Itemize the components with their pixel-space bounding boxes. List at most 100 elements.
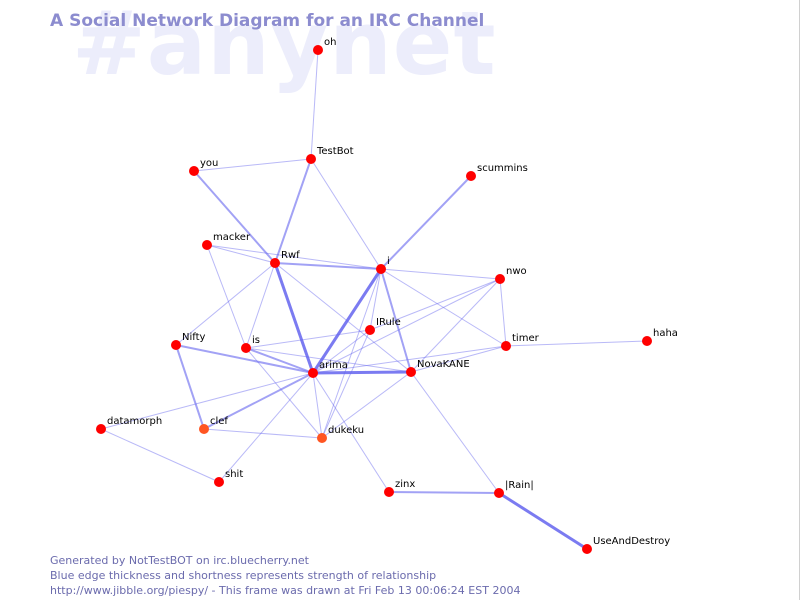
edge-Rwf-arima <box>273 262 315 374</box>
node-dot <box>384 487 394 497</box>
edge-Rwf-i <box>274 262 382 270</box>
node-i: i <box>376 256 390 274</box>
footer-link-timestamp: http://www.jibble.org/piespy/ - This fra… <box>50 584 521 597</box>
edge-clef-dukeku <box>203 428 323 439</box>
node-dot <box>96 424 106 434</box>
edge-is-dukeku <box>245 347 323 439</box>
node-oh: oh <box>313 37 336 55</box>
edge-oh-TestBot <box>310 49 319 160</box>
edge-nwo-timer <box>499 278 507 347</box>
node-dot <box>365 325 375 335</box>
edge-nwo-IRule <box>369 278 501 331</box>
footer: Generated by NotTestBOT on irc.bluecherr… <box>50 553 520 598</box>
node-Rain: |Rain| <box>494 480 534 498</box>
node-dot <box>642 336 652 346</box>
node-macker: macker <box>202 232 251 250</box>
node-TestBot: TestBot <box>306 146 354 164</box>
edge-TestBot-i <box>310 158 382 270</box>
edge-TestBot-Rwf <box>274 158 312 264</box>
page-title: A Social Network Diagram for an IRC Chan… <box>50 11 485 31</box>
node-dot <box>406 367 416 377</box>
node-nwo: nwo <box>495 266 527 284</box>
node-dot <box>495 274 505 284</box>
node-dot <box>189 166 199 176</box>
node-dot <box>241 343 251 353</box>
edge-i-dukeku <box>321 268 382 439</box>
node-dot <box>171 340 181 350</box>
edge-NovaKANE-dukeku <box>321 371 412 439</box>
node-label: IRule <box>376 317 401 328</box>
edge-arima-dukeku <box>312 372 323 439</box>
edge-Nifty-arima <box>175 344 314 374</box>
node-dot <box>202 240 212 250</box>
node-UseAndDestroy: UseAndDestroy <box>582 536 670 554</box>
node-label: is <box>252 335 260 346</box>
node-IRule: IRule <box>365 317 401 335</box>
node-label: arima <box>319 360 348 371</box>
edge-Rwf-Nifty <box>175 262 276 346</box>
edge-timer-NovaKANE <box>410 345 507 373</box>
edge-IRule-arima <box>312 329 371 374</box>
edge-i-NovaKANE <box>380 268 412 373</box>
edge-arima-NovaKANE <box>312 370 412 375</box>
edges-layer <box>100 49 648 551</box>
node-label: shit <box>225 469 243 480</box>
node-Nifty: Nifty <box>171 332 206 350</box>
edge-i-nwo <box>380 268 501 280</box>
edge-Rwf-is <box>245 262 276 349</box>
node-dot <box>214 477 224 487</box>
node-label: i <box>387 256 390 267</box>
edge-i-IRule <box>369 268 382 331</box>
node-dot <box>313 45 323 55</box>
node-timer: timer <box>501 333 540 351</box>
node-dot <box>306 154 316 164</box>
node-clef: clef <box>199 416 228 434</box>
node-zinx: zinx <box>384 479 415 497</box>
node-label: datamorph <box>107 416 162 427</box>
node-label: |Rain| <box>505 480 534 491</box>
node-dot <box>317 433 327 443</box>
edge-nwo-arima <box>312 278 501 374</box>
node-scummins: scummins <box>466 163 528 181</box>
footer-generated-by: Generated by NotTestBOT on irc.bluecherr… <box>50 554 309 567</box>
edge-timer-arima <box>312 345 507 374</box>
node-arima: arima <box>308 360 348 378</box>
edge-IRule-is <box>245 329 371 349</box>
edge-arima-zinx <box>312 372 390 493</box>
node-shit: shit <box>214 469 243 487</box>
edge-arima-datamorph <box>100 372 314 430</box>
edge-NovaKANE-Rain <box>410 371 500 494</box>
node-label: dukeku <box>328 425 364 436</box>
node-dot <box>376 264 386 274</box>
edge-is-arima <box>245 347 314 374</box>
node-label: nwo <box>506 266 527 277</box>
edge-i-timer <box>380 268 507 347</box>
edge-i-arima <box>311 268 383 374</box>
edge-macker-i <box>206 244 382 270</box>
node-dot <box>582 544 592 554</box>
node-is: is <box>241 335 260 353</box>
edge-arima-clef <box>203 372 314 430</box>
node-label: Rwf <box>281 250 300 261</box>
edge-arima-shit <box>218 372 314 483</box>
node-label: Nifty <box>182 332 206 343</box>
edge-Rwf-NovaKANE <box>274 262 412 373</box>
edge-zinx-Rain <box>388 491 500 494</box>
edge-is-NovaKANE <box>245 347 412 373</box>
node-haha: haha <box>642 328 678 346</box>
node-dukeku: dukeku <box>317 425 364 443</box>
edge-Nifty-clef <box>175 344 205 430</box>
node-label: timer <box>512 333 540 344</box>
node-label: macker <box>213 232 251 243</box>
edge-macker-Rwf <box>206 244 276 264</box>
node-label: haha <box>653 328 678 339</box>
edge-TestBot-you <box>193 158 312 172</box>
node-label: NovaKANE <box>417 359 470 370</box>
node-dot <box>308 368 318 378</box>
node-label: you <box>200 158 218 169</box>
node-Rwf: Rwf <box>270 250 300 268</box>
footer-legend-note: Blue edge thickness and shortness repres… <box>50 569 437 582</box>
node-dot <box>494 488 504 498</box>
